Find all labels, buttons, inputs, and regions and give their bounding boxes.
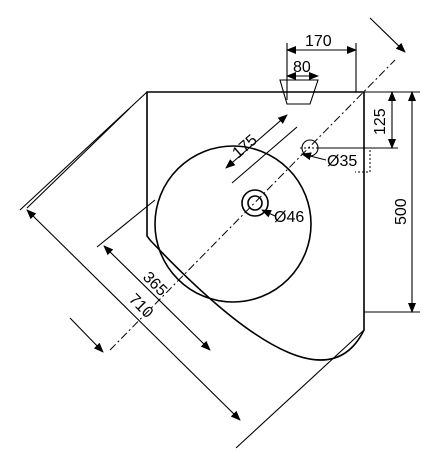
- dim-175-line: [225, 114, 288, 169]
- dim-500-label: 500: [393, 198, 410, 225]
- dim-710-ext-inner: [26, 107, 131, 209]
- dim-80-label: 80: [293, 59, 311, 76]
- tap-block: [279, 79, 319, 105]
- dim-175-label: 175: [229, 132, 260, 162]
- dim-35-label: Ø35: [327, 153, 357, 170]
- dim-365-label: 365: [139, 269, 170, 300]
- dim-170-label: 170: [305, 33, 332, 50]
- dim-46-label: Ø46: [274, 209, 304, 226]
- dim-710-line: [26, 209, 241, 421]
- dim-710-label: 710: [125, 291, 156, 322]
- drain-outer: [241, 189, 269, 217]
- dim-710-ext-right: [235, 329, 365, 449]
- axis-arrow-top: [369, 17, 406, 53]
- dim-46-leader: [261, 209, 276, 218]
- drain-inner: [247, 195, 263, 211]
- tap-hole-guide: [300, 147, 371, 173]
- axis-arrow-bottom: [69, 317, 104, 353]
- dim-125-label: 125: [372, 108, 389, 135]
- dim-35-leader: [301, 152, 327, 161]
